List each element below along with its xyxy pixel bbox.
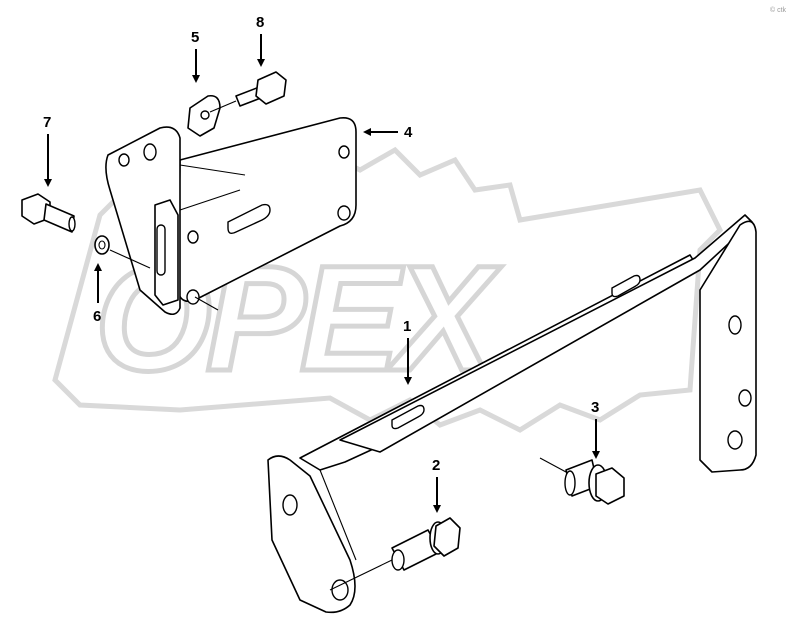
callout-3-label: 3 [591, 399, 599, 416]
bolt-lower-right-tip [564, 470, 576, 496]
callout-1-label: 1 [403, 318, 411, 335]
callout-4: 4 [363, 124, 413, 141]
lower-bracket-hole-1 [282, 494, 298, 516]
bolt-left-shank [43, 203, 75, 233]
callout-4-label: 4 [404, 124, 413, 141]
upper-bracket-hole-1 [143, 143, 157, 161]
bolt-upper-axis [209, 100, 237, 113]
lower-bracket-hole-2 [331, 579, 349, 601]
upper-bracket-slot-center [227, 203, 271, 235]
bolt-upper-head [255, 71, 287, 105]
upper-bracket-gusset [179, 164, 246, 211]
bolt-lower-left-tip [391, 549, 405, 571]
upper-bracket-hole-4 [337, 205, 351, 221]
clip [187, 94, 221, 137]
callout-5-label: 5 [191, 29, 199, 46]
callout-7: 7 [43, 114, 52, 187]
callout-2-label: 2 [432, 457, 440, 474]
callout-2: 2 [432, 457, 441, 513]
upper-bracket [105, 116, 357, 316]
upper-bracket-hole-6 [186, 289, 200, 305]
callout-8: 8 [256, 14, 265, 67]
lower-bracket-slot-2 [611, 274, 641, 298]
washer-axis [109, 249, 151, 269]
bolt-lower-left-head [433, 517, 461, 557]
corner-mark: © ctk [770, 6, 787, 14]
bolt-lower-left-axis [329, 559, 393, 591]
upper-bracket-slot-left [156, 224, 166, 276]
bolt-lower-right-axis [539, 457, 567, 473]
bolt-lower-right-head [595, 467, 625, 505]
callout-1: 1 [403, 318, 412, 385]
lower-bracket-fold [319, 469, 357, 561]
upper-bracket-hole-3 [338, 145, 350, 159]
bolt-upper [209, 71, 287, 113]
lower-bracket [267, 214, 757, 614]
callout-7-label: 7 [43, 114, 51, 131]
leader-line [194, 296, 219, 311]
upper-bracket-hole-2 [118, 153, 130, 167]
lower-bracket-right-plate [699, 220, 757, 473]
callout-6-label: 6 [93, 308, 101, 325]
callout-8-label: 8 [256, 14, 264, 31]
washer [94, 235, 151, 269]
lower-bracket-hole-4 [738, 389, 752, 407]
callout-6: 6 [93, 263, 102, 325]
lower-bracket-hole-3 [728, 315, 742, 335]
bolt-lower-left [329, 517, 461, 591]
callout-5: 5 [191, 29, 200, 83]
watermark-gear-outline [52, 146, 724, 433]
bolt-left [21, 193, 76, 233]
upper-bracket-hole-5 [187, 230, 199, 244]
lower-bracket-slot-1 [391, 404, 425, 430]
lower-bracket-hole-5 [727, 430, 743, 450]
clip-hole [200, 110, 210, 120]
washer-outer [94, 235, 110, 255]
callout-3: 3 [591, 399, 600, 459]
washer-inner [98, 240, 106, 250]
bolt-left-tip [68, 216, 76, 232]
bolt-lower-right [539, 457, 625, 505]
